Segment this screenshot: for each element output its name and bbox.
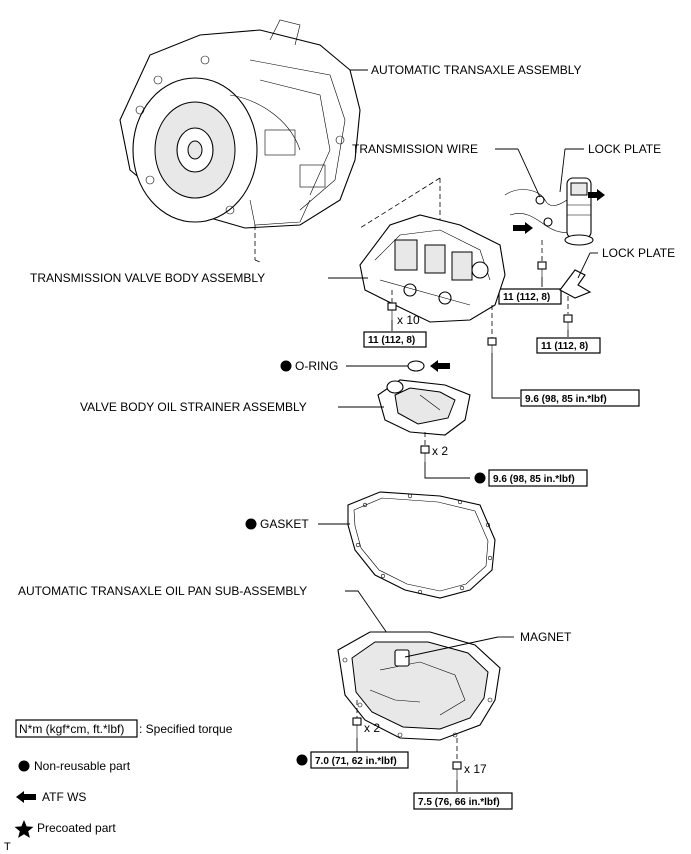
torque-valve-body-bolts: 11 (112, 8) (368, 335, 415, 346)
lock-plate-illustration (559, 269, 592, 299)
legend-precoated: Precoated part (37, 821, 116, 835)
torque-pan-bolts-2: 7.0 (71, 62 in.*lbf) (315, 756, 397, 767)
strainer-label: VALVE BODY OIL STRAINER ASSEMBLY (80, 400, 307, 414)
legend-non-reusable-dot (18, 760, 30, 772)
o-ring-illustration (407, 360, 425, 372)
torque-valve-body-single: 9.6 (98, 85 in.*lbf) (525, 394, 607, 405)
oil-pan-illustration (337, 631, 501, 741)
torque-wire-bolt: 11 (112, 8) (503, 292, 550, 303)
lock-plate-label-1: LOCK PLATE (588, 142, 661, 156)
gasket-illustration (347, 491, 496, 599)
legend-precoated-star-icon (14, 820, 34, 838)
pan-bolt-17 (452, 761, 462, 780)
valve-body-bolt-count: x 10 (397, 313, 420, 327)
valve-body-bolt (387, 302, 397, 320)
atf-arrow-wire-upper (588, 189, 605, 201)
torque-box-strainer (488, 469, 588, 487)
atf-arrow-wire-left (513, 222, 533, 234)
gasket-label: GASKET (260, 517, 309, 531)
torque-box-lock-plate (536, 337, 601, 354)
transaxle-label: AUTOMATIC TRANSAXLE ASSEMBLY (371, 63, 582, 77)
valve-body-single-bolt (487, 337, 497, 353)
pan-bolt-count-2: x 2 (364, 721, 380, 735)
lock-plate-label-2: LOCK PLATE (602, 246, 675, 260)
pan-bolt-count-17: x 17 (464, 762, 487, 776)
torque-box-valve-body-single (520, 389, 640, 407)
torque-strainer-bolts: 9.6 (98, 85 in.*lbf) (493, 474, 575, 485)
strainer-bolt-count: x 2 (432, 444, 448, 458)
legend-atf-arrow (16, 791, 36, 803)
non-reusable-dot-pan-bolts (296, 754, 308, 766)
torque-box-valve-body (363, 331, 427, 348)
transmission-wire-illustration (504, 177, 594, 246)
pan-bolt-2 (352, 717, 362, 738)
torque-box-pan-2 (310, 751, 409, 769)
legend-torque-desc: : Specified torque (139, 722, 233, 736)
non-reusable-dot-gasket (245, 518, 257, 530)
legend-torque-unit: N*m (kgf*cm, ft.*lbf) (19, 722, 124, 736)
legend: N*m (kgf*cm, ft.*lbf) : Specified torque… (14, 719, 233, 838)
corner-mark: T (4, 841, 11, 853)
torque-box-pan-17 (413, 792, 513, 810)
wire-bolt (537, 261, 547, 277)
non-reusable-dot-strainer-bolts (474, 472, 486, 484)
legend-torque-box (15, 719, 138, 738)
transmission-wire-label: TRANSMISSION WIRE (352, 142, 478, 156)
atf-arrow-o-ring (430, 360, 450, 372)
legend-atf: ATF WS (42, 790, 86, 804)
legend-non-reusable: Non-reusable part (34, 759, 131, 773)
valve-body-illustration (359, 214, 506, 323)
transaxle-illustration (119, 19, 361, 229)
lock-plate-bolt (563, 314, 573, 330)
strainer-illustration (377, 379, 471, 436)
valve-body-label: TRANSMISSION VALVE BODY ASSEMBLY (30, 271, 265, 285)
torque-box-wire (498, 288, 562, 305)
strainer-bolt (420, 445, 430, 462)
non-reusable-dot-o-ring (280, 360, 292, 372)
torque-lock-plate-bolt: 11 (112, 8) (541, 341, 588, 352)
oil-pan-label: AUTOMATIC TRANSAXLE OIL PAN SUB-ASSEMBLY (18, 584, 307, 598)
torque-pan-bolts-17: 7.5 (76, 66 in.*lbf) (418, 797, 500, 808)
magnet-label: MAGNET (520, 630, 572, 644)
o-ring-label: O-RING (295, 359, 338, 373)
